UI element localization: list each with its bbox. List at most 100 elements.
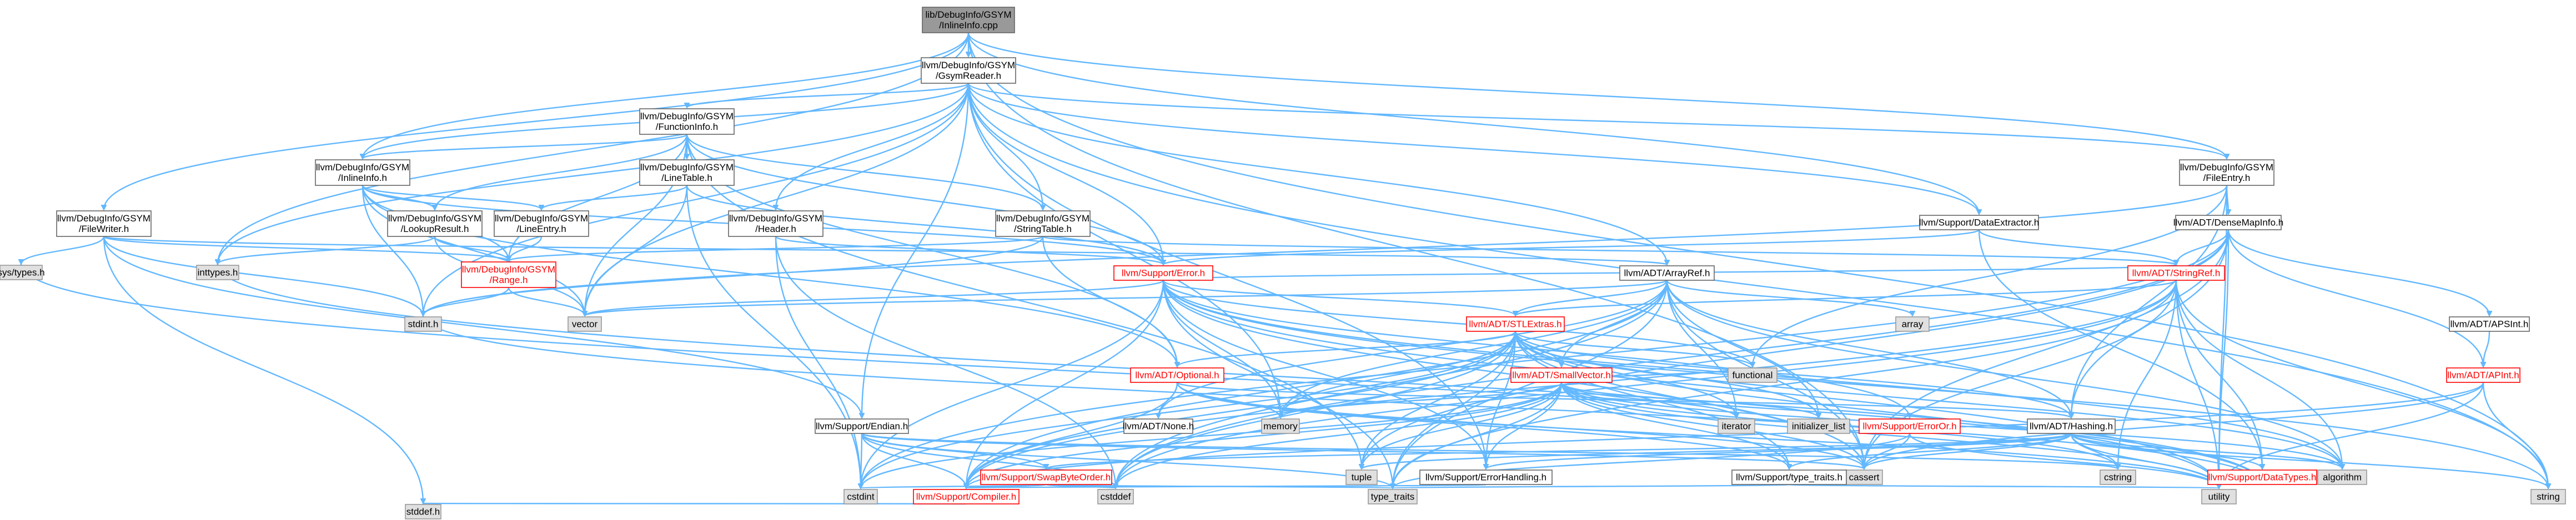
edge-gsymreader-to-dataextractor <box>967 83 1979 214</box>
node-string: string <box>2530 489 2566 504</box>
node-filewriter[interactable]: llvm/DebugInfo/GSYM/FileWriter.h <box>56 210 152 237</box>
edge-error-to-stlextras <box>1162 280 1515 316</box>
node-cstdint-box <box>843 489 878 504</box>
node-smallvector[interactable]: llvm/ADT/SmallVector.h <box>1510 367 1613 383</box>
node-error[interactable]: llvm/Support/Error.h <box>1113 265 1213 281</box>
node-stringref[interactable]: llvm/ADT/StringRef.h <box>2127 265 2225 281</box>
node-algorithm-box <box>2317 469 2367 485</box>
node-inlineinfo-label-1: /InlineInfo.h <box>338 173 387 183</box>
node-header-box <box>728 210 823 237</box>
node-none-box <box>1123 418 1193 434</box>
node-linetable[interactable]: llvm/DebugInfo/GSYM/LineTable.h <box>639 159 735 186</box>
node-memory-box <box>1261 418 1300 434</box>
node-dataextractor[interactable]: llvm/Support/DataExtractor.h <box>1919 215 2039 230</box>
node-stringtable[interactable]: llvm/DebugInfo/GSYM/StringTable.h <box>995 210 1091 237</box>
node-header[interactable]: llvm/DebugInfo/GSYM/Header.h <box>728 210 823 237</box>
node-optional[interactable]: llvm/ADT/Optional.h <box>1130 367 1224 383</box>
node-swapbyteorder-label-0: llvm/Support/SwapByteOrder.h <box>982 472 1111 483</box>
edge-arrayref-to-algorithm <box>1666 280 2342 469</box>
node-filewriter-label-1: /FileWriter.h <box>79 224 129 234</box>
node-string-label-0: string <box>2537 492 2560 502</box>
node-endian[interactable]: llvm/Support/Endian.h <box>815 418 909 434</box>
node-typetraitsllvm[interactable]: llvm/Support/type_traits.h <box>1731 469 1847 485</box>
node-stringref-label-0: llvm/ADT/StringRef.h <box>2132 268 2221 279</box>
node-stlextras[interactable]: llvm/ADT/STLExtras.h <box>1466 316 1565 332</box>
node-vector: vector <box>568 316 602 332</box>
node-errorhandling-label-0: llvm/Support/ErrorHandling.h <box>1425 472 1546 483</box>
node-layer: lib/DebugInfo/GSYM/InlineInfo.cpp llvm/De… <box>0 7 2566 519</box>
edge-densemapinfo-to-hashing <box>2071 229 2229 418</box>
edge-lookupresult-to-range <box>434 236 509 261</box>
node-compiler[interactable]: llvm/Support/Compiler.h <box>913 489 1020 504</box>
node-root: lib/DebugInfo/GSYM/InlineInfo.cpp <box>922 7 1015 33</box>
edge-stlextras-to-cstdint <box>861 331 1517 488</box>
node-compiler-box <box>913 489 1020 504</box>
edge-lookupresult-to-inttypes <box>218 236 436 264</box>
edge-stlextras-to-tuple <box>1362 331 1517 469</box>
edge-hashing-to-swapbyteorder <box>1046 432 2072 469</box>
node-swapbyteorder-box <box>980 469 1112 485</box>
node-tuple-label-0: tuple <box>1352 472 1372 483</box>
node-inttypes-label-0: inttypes.h <box>198 267 238 278</box>
edge-stringref-to-utility <box>2175 280 2219 488</box>
node-datatypes[interactable]: llvm/Support/DataTypes.h <box>2207 469 2317 485</box>
edge-root-to-string <box>967 32 2548 488</box>
node-stddef-box <box>405 504 441 519</box>
node-swapbyteorder[interactable]: llvm/Support/SwapByteOrder.h <box>980 469 1112 485</box>
edge-gsymreader-to-fileentry <box>967 83 2227 159</box>
node-erroror-label-0: llvm/Support/ErrorOr.h <box>1862 421 1956 432</box>
node-apinth[interactable]: llvm/ADT/APInt.h <box>2446 367 2520 383</box>
node-cstring: cstring <box>2100 469 2136 485</box>
node-header-label-0: llvm/DebugInfo/GSYM <box>729 213 822 224</box>
node-apint[interactable]: llvm/ADT/APSInt.h <box>2449 316 2530 332</box>
edge-arrayref-to-compiler <box>966 280 1668 488</box>
edge-swapbyteorder-to-cstdint <box>861 484 1047 488</box>
node-typetraits-box <box>1368 489 1418 504</box>
node-functioninfo[interactable]: llvm/DebugInfo/GSYM/FunctionInfo.h <box>639 108 735 135</box>
node-smallvector-box <box>1510 367 1613 383</box>
node-range[interactable]: llvm/DebugInfo/GSYM/Range.h <box>461 261 556 288</box>
node-arrayref[interactable]: llvm/ADT/ArrayRef.h <box>1619 265 1715 281</box>
node-functional-label-0: functional <box>1733 370 1773 381</box>
edge-error-to-compiler <box>966 280 1164 488</box>
node-errorhandling[interactable]: llvm/Support/ErrorHandling.h <box>1419 469 1553 485</box>
node-memory: memory <box>1261 418 1300 434</box>
node-hashing[interactable]: llvm/ADT/Hashing.h <box>2027 418 2116 434</box>
node-dataextractor-box <box>1919 215 2039 230</box>
edge-stlextras-to-optional <box>1177 331 1517 367</box>
node-cstdint: cstdint <box>843 489 878 504</box>
node-endian-label-0: llvm/Support/Endian.h <box>816 421 908 432</box>
node-cstring-label-0: cstring <box>2104 472 2132 483</box>
node-lineentry[interactable]: llvm/DebugInfo/GSYM/LineEntry.h <box>494 210 589 237</box>
node-typetraits-label-0: type_traits <box>1371 492 1414 502</box>
edge-errorhandling-to-compiler <box>966 484 1487 488</box>
edge-endian-to-compiler <box>861 433 966 488</box>
node-inlineinfo[interactable]: llvm/DebugInfo/GSYM/InlineInfo.h <box>315 159 410 186</box>
node-stringtable-box <box>995 210 1091 237</box>
node-erroror[interactable]: llvm/Support/ErrorOr.h <box>1859 418 1961 434</box>
node-error-box <box>1113 265 1213 281</box>
node-densemapinfo-label-0: llvm/ADT/DenseMapInfo.h <box>2173 218 2283 228</box>
edge-inlineinfo-to-vector <box>361 185 585 316</box>
node-gsymreader[interactable]: llvm/DebugInfo/GSYM/GsymReader.h <box>921 57 1016 84</box>
node-cstdint-label-0: cstdint <box>847 492 874 502</box>
edge-arrayref-to-vector <box>585 279 1668 316</box>
edge-stringtable-to-range <box>509 235 1044 261</box>
node-fileentry[interactable]: llvm/DebugInfo/GSYM/FileEntry.h <box>2179 159 2274 186</box>
node-lookupresult[interactable]: llvm/DebugInfo/GSYM/LookupResult.h <box>387 210 483 237</box>
edge-smallvector-to-cstdint <box>861 382 1563 488</box>
node-inttypes-box <box>196 265 239 280</box>
edge-stringref-to-algorithm <box>2175 280 2342 469</box>
node-fileentry-label-1: /FileEntry.h <box>2203 173 2251 183</box>
node-range-box <box>461 261 556 288</box>
node-vector-box <box>568 316 602 332</box>
node-typetraits: type_traits <box>1368 489 1418 504</box>
node-densemapinfo[interactable]: llvm/ADT/DenseMapInfo.h <box>2173 215 2283 230</box>
edge-stlextras-to-utility <box>1514 331 2219 488</box>
edge-inlineinfo-to-lookupresult <box>361 185 435 210</box>
node-none[interactable]: llvm/ADT/None.h <box>1123 418 1194 434</box>
node-gsymreader-box <box>921 57 1016 84</box>
edge-filewriter-to-stddef <box>103 236 423 503</box>
node-initlist-box <box>1787 418 1850 434</box>
node-inttypes: inttypes.h <box>196 265 239 280</box>
